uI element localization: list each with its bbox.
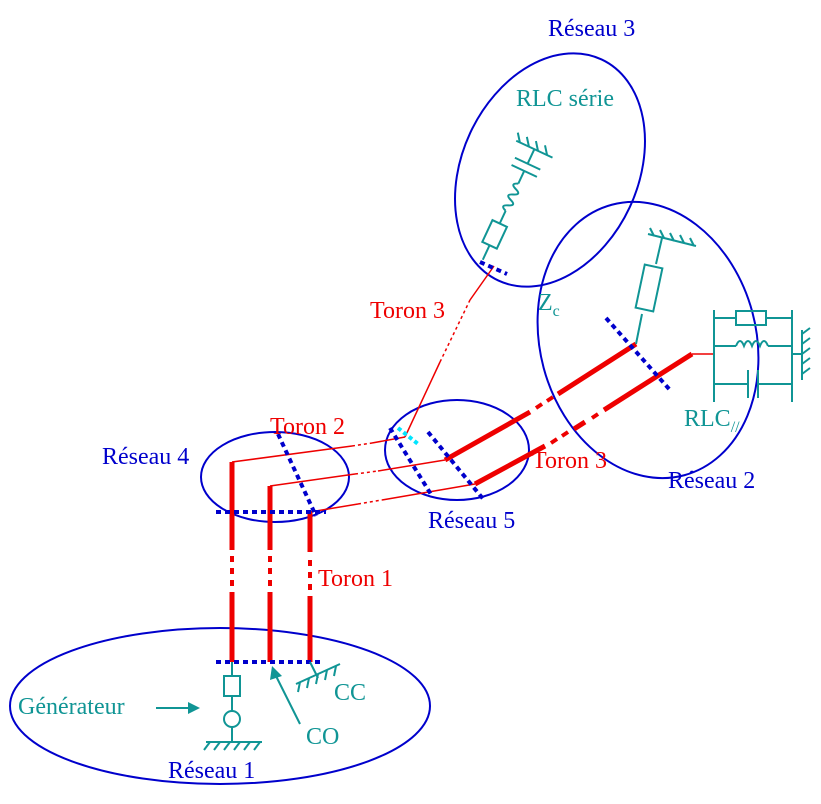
co-label: CO [306, 724, 339, 750]
rlc-serie-resistor-icon [480, 218, 509, 250]
reseau-2-label: Réseau 2 [668, 468, 755, 494]
toron-2-label: Toron 2 [270, 414, 345, 440]
cc-label: CC [334, 680, 366, 706]
generator-resistor-icon [223, 675, 241, 697]
reseau-5-label: Réseau 5 [428, 508, 515, 534]
reseau-2-ellipse [536, 200, 760, 480]
cc-ground-icon [295, 661, 341, 693]
rlc-serie-ground-icon [515, 132, 553, 159]
rlc-parallel-resistor-icon [735, 310, 767, 326]
junction-lines [216, 260, 672, 664]
zc-label: Zc [538, 290, 560, 320]
reseau-3-ellipse [454, 52, 646, 288]
toron-3-top-label: Toron 3 [370, 298, 445, 324]
reseau-4-label: Réseau 4 [102, 444, 189, 470]
cyan-junction [396, 426, 420, 446]
reseau-1-label: Réseau 1 [168, 758, 255, 784]
toron-1-label: Toron 1 [318, 566, 393, 592]
toron-3-top-cable [404, 265, 495, 438]
toron-3-right-label: Toron 3 [532, 448, 607, 474]
rlc-serie-inductor-icon [502, 182, 520, 212]
rlc-serie-capacitor-icon [511, 156, 541, 178]
zc-resistor-icon [634, 263, 664, 313]
toron-3-right-cables [443, 341, 694, 487]
generator-source-icon [223, 710, 241, 728]
co-arrow [273, 671, 301, 725]
co-arrowhead-icon [270, 666, 282, 680]
zc-ground-icon [647, 227, 697, 247]
rlc-parallel-label: RLC// [684, 406, 740, 436]
reseau-1-ellipse [9, 627, 431, 785]
generateur-arrowhead-icon [188, 702, 200, 714]
rlc-parallel-ground-icon [801, 327, 811, 380]
reseau-3-label: Réseau 3 [548, 16, 635, 42]
rlc-serie-label: RLC série [516, 86, 614, 112]
rlc-serie-component [480, 132, 553, 261]
rlc-parallel-inductor-icon [735, 340, 769, 349]
rlc-parallel-component [713, 310, 811, 402]
generateur-label: Générateur [18, 694, 125, 720]
toron-1-cables [229, 462, 313, 662]
zc-component [634, 227, 697, 345]
reseau-5-ellipse [384, 399, 530, 501]
reseau-4-ellipse [200, 431, 350, 523]
generator-ground-icon [203, 741, 262, 751]
